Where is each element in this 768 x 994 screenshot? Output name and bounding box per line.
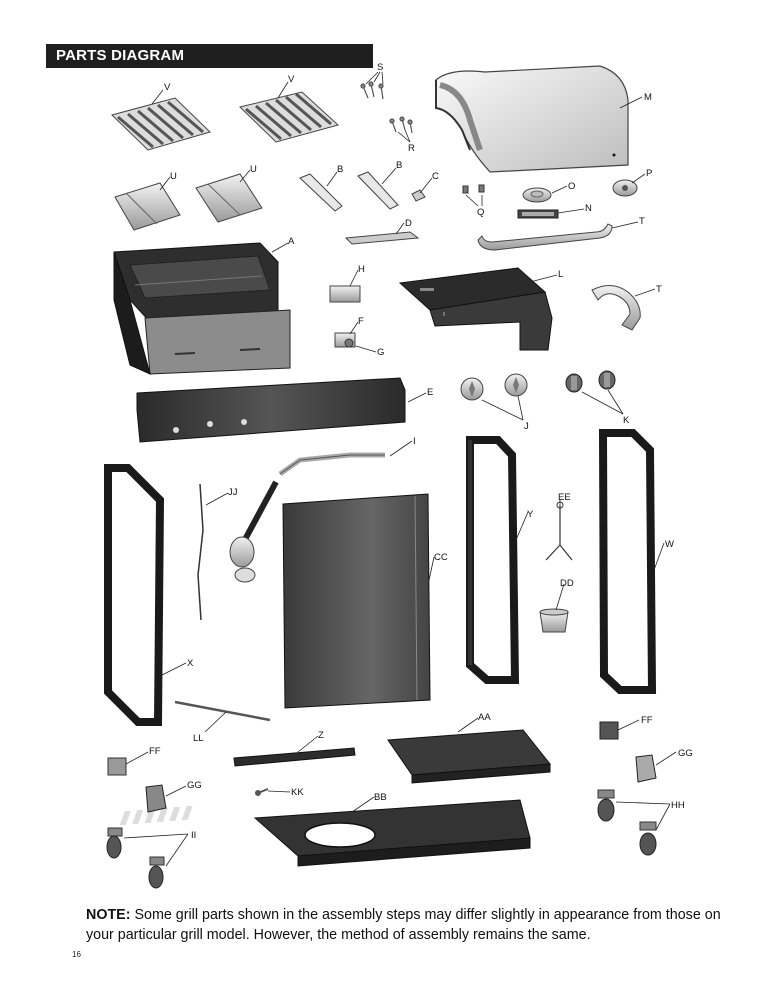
cooking-grate-left [111,97,211,151]
bracket-h [329,285,361,303]
label-gg-right: GG [678,748,693,759]
label-v-right: V [288,74,295,85]
label-h: H [358,264,365,275]
igniter-wire [197,483,204,621]
label-i: I [413,436,416,447]
manifold-regulator [229,452,385,583]
heat-shield-d [344,231,420,245]
label-t-side: T [656,284,662,295]
page-number: 16 [72,950,81,959]
cooking-grate-right [239,91,340,143]
label-a: A [288,236,295,247]
bottom-panel-bb [119,799,531,867]
side-handle [591,285,641,331]
label-gg-left: GG [187,780,202,791]
bottom-shelf-aa [387,729,551,784]
section-title: PARTS DIAGRAM [56,47,185,64]
cart-frame-w [598,429,657,694]
caster-plate-ff-right [599,721,619,740]
label-o: O [568,181,575,192]
label-k: K [623,415,630,426]
burner-right [357,171,399,210]
label-ll: LL [193,733,204,744]
screws-s [360,81,384,100]
label-r: R [408,143,415,154]
label-aa: AA [478,712,491,723]
leader-lines [123,71,677,867]
label-ff-left: FF [149,746,161,757]
label-d: D [405,218,412,229]
heat-tent-left [114,182,181,231]
control-knobs-k [565,370,616,393]
burner-left [299,173,343,212]
igniter-electrode [411,189,426,202]
assembly-note: NOTE: Some grill parts shown in the asse… [86,905,726,945]
label-n: N [585,203,592,214]
cart-frame-x [104,464,165,726]
leg-cap-gg-left [145,784,167,813]
caster-plate-ff-left [107,757,127,776]
nameplate [517,209,559,219]
label-jj: JJ [228,487,238,498]
note-text: Some grill parts shown in the assembly s… [86,907,721,943]
label-ff-right: FF [641,715,653,726]
grease-cup-hook [545,501,573,561]
label-q: Q [477,207,484,218]
side-shelf [398,267,553,351]
grease-cup [539,608,569,633]
label-z: Z [318,730,324,741]
heat-tent-right [195,173,263,223]
support-rod-ll [174,700,271,722]
firebox [113,242,291,375]
label-dd: DD [560,578,574,589]
label-p: P [646,168,652,179]
screws-r [389,116,413,134]
label-t-lid: T [639,216,645,227]
note-prefix: NOTE: [86,907,131,923]
label-f: F [358,316,364,327]
label-e: E [427,387,433,398]
label-w: W [665,539,674,550]
thermometer-p [612,179,638,197]
control-panel [136,377,406,443]
leg-cap-gg-right [635,754,657,783]
label-l: L [558,269,563,280]
label-b-right: B [396,160,402,171]
label-u-left: U [170,171,177,182]
grill-lid [435,65,629,173]
label-g: G [377,347,384,358]
label-ii: II [191,830,196,841]
label-bb: BB [374,792,387,803]
control-knob-bezels-j [460,373,528,401]
label-y: Y [527,509,534,520]
section-header-bar: PARTS DIAGRAM [46,44,373,68]
cabinet-door [282,493,431,709]
label-m: M [644,92,652,103]
igniter-g [344,338,354,348]
label-s: S [377,62,383,73]
casters-ii [106,827,165,889]
lid-handle [477,223,613,251]
label-ee: EE [558,492,571,503]
label-kk: KK [291,787,304,798]
crossbar-z [233,747,356,767]
cart-frame-y [466,436,520,684]
casters-hh [597,789,657,856]
label-b-left: B [337,164,343,175]
bolt-kk [255,788,269,796]
label-j: J [524,421,529,432]
label-v-left: V [164,82,171,93]
thermometer-bezel-o [522,187,552,203]
label-u-right: U [250,164,257,175]
label-x: X [187,658,194,669]
screws-q [462,184,485,194]
callout-labels: V V S M R U U B B C O P Q N D T A H L T … [149,62,693,841]
label-cc: CC [434,552,448,563]
label-c: C [432,171,439,182]
label-hh: HH [671,800,685,811]
